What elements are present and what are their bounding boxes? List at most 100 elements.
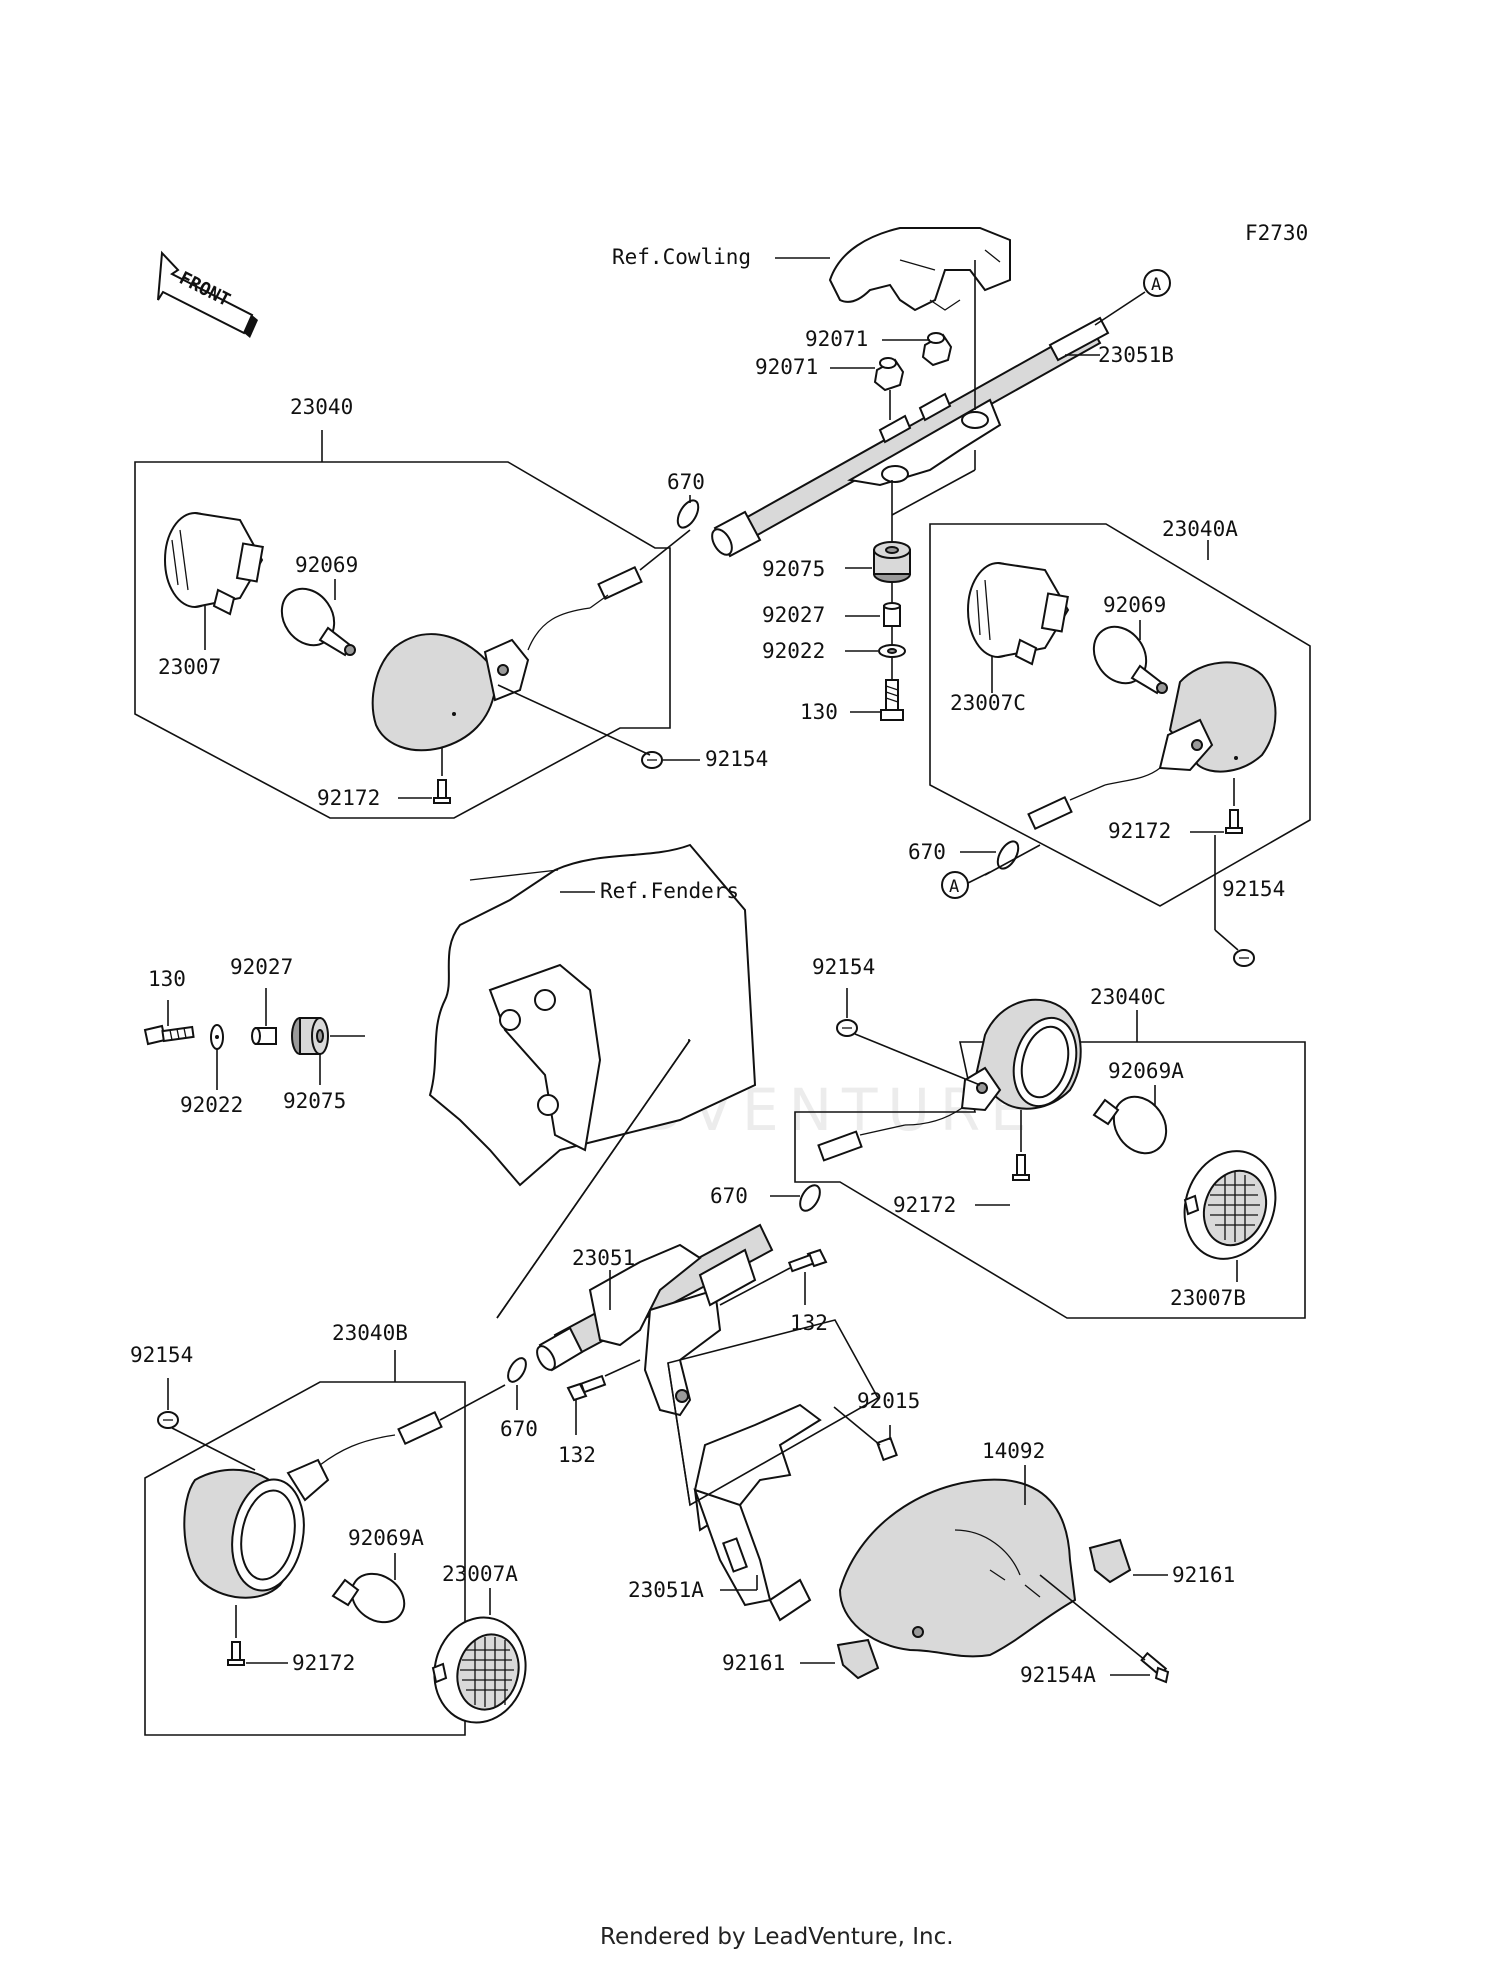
collar-92027-left — [251, 1027, 277, 1045]
screw-92154-top-left — [641, 751, 663, 769]
lens-23007A — [431, 1616, 527, 1724]
bulb-92069A-right — [1092, 1095, 1168, 1155]
label-92154-right: 92154 — [1222, 877, 1285, 901]
o-ring-670-right — [996, 840, 1020, 870]
label-92022-top: 92022 — [762, 639, 825, 663]
screw-92172-lower-left — [227, 1641, 245, 1666]
label-14092: 14092 — [982, 1439, 1045, 1463]
bulb-92069 — [280, 587, 356, 657]
front-arrow-icon: FRONT — [157, 250, 258, 338]
label-23007C: 23007C — [950, 691, 1026, 715]
label-92161-left: 92161 — [722, 1651, 785, 1675]
label-92172-right: 92172 — [1108, 819, 1171, 843]
washer-92022 — [878, 644, 906, 658]
signal-shell-23040B — [183, 1434, 396, 1599]
label-130-top: 130 — [800, 700, 838, 724]
assembly-box-23040C — [794, 1041, 1306, 1319]
label-23040B: 23040B — [332, 1321, 408, 1345]
lens-housing-23007 — [164, 512, 264, 616]
label-92172-lower-left: 92172 — [292, 1651, 355, 1675]
label-92172-top-left: 92172 — [317, 786, 380, 810]
o-ring-670-mid — [799, 1184, 821, 1212]
label-92069A-right: 92069A — [1108, 1059, 1184, 1083]
label-92075-top: 92075 — [762, 557, 825, 581]
bulb-92069-right — [1092, 625, 1168, 695]
label-23040: 23040 — [290, 395, 353, 419]
label-92015: 92015 — [857, 1389, 920, 1413]
marker-a-right-label: A — [949, 877, 959, 897]
connector-23040 — [589, 565, 643, 609]
label-23051A: 23051A — [628, 1578, 704, 1602]
figure-code: F2730 — [1245, 221, 1308, 245]
cowling-reference: Ref.Cowling — [612, 227, 1011, 312]
label-92172-lower-right: 92172 — [893, 1193, 956, 1217]
label-670-lower: 670 — [500, 1417, 538, 1441]
label-92069-top: 92069 — [295, 553, 358, 577]
collar-92027 — [883, 602, 901, 627]
bulb-92069A-left — [331, 1572, 406, 1624]
o-ring-670-lower — [507, 1357, 527, 1383]
reflector-92161-right — [1088, 1538, 1132, 1584]
label-92075-left: 92075 — [283, 1089, 346, 1113]
label-670-top: 670 — [667, 470, 705, 494]
label-23007B: 23007B — [1170, 1286, 1246, 1310]
screw-92154-lower-right — [836, 1019, 858, 1037]
label-23051B: 23051B — [1098, 343, 1174, 367]
lens-housing-23007C — [967, 562, 1070, 666]
assembly-box-23040 — [134, 461, 671, 819]
label-92027-left: 92027 — [230, 955, 293, 979]
screw-92154-right — [1233, 949, 1255, 967]
label-670-right: 670 — [908, 840, 946, 864]
marker-a-top — [1143, 269, 1171, 297]
marker-a-top-label: A — [1151, 275, 1161, 295]
bolt-132-right — [787, 1248, 828, 1273]
ref-cowling-label: Ref.Cowling — [612, 245, 751, 269]
screw-92172-lower-right — [1012, 1154, 1030, 1181]
connector-23040A — [1027, 784, 1106, 831]
connector-23040B — [397, 1410, 443, 1446]
rubber-damper-92075 — [873, 541, 911, 583]
screw-92154-lower-left — [157, 1411, 179, 1429]
label-92154-lower-left: 92154 — [130, 1343, 193, 1367]
label-670-mid: 670 — [710, 1184, 748, 1208]
rubber-damper-92075-left — [291, 1017, 329, 1055]
bushing-92071 — [873, 332, 953, 392]
screw-92172-right — [1225, 809, 1243, 834]
cover-14092 — [838, 1478, 1077, 1658]
label-23007A: 23007A — [442, 1562, 518, 1586]
clip-92015 — [876, 1436, 898, 1462]
label-92161-right: 92161 — [1172, 1563, 1235, 1587]
footer-credit: Rendered by LeadVenture, Inc. — [600, 1924, 954, 1950]
label-23007: 23007 — [158, 655, 221, 679]
label-92154-lower-right: 92154 — [812, 955, 875, 979]
label-92071-a: 92071 — [805, 327, 868, 351]
label-92154-top-left: 92154 — [705, 747, 768, 771]
lower-signal-bar-23051 — [536, 1223, 774, 1417]
label-23051: 23051 — [572, 1246, 635, 1270]
label-92071-b: 92071 — [755, 355, 818, 379]
screw-92154A — [1140, 1651, 1170, 1684]
label-92069-right: 92069 — [1103, 593, 1166, 617]
connector-23040C — [817, 1124, 906, 1162]
signal-shell-23040C — [904, 998, 1082, 1126]
label-92069A-left: 92069A — [348, 1526, 424, 1550]
signal-shell-23040 — [371, 607, 591, 752]
washer-92022-left — [210, 1024, 224, 1050]
label-23040A: 23040A — [1162, 517, 1238, 541]
reflector-92161-left — [836, 1638, 880, 1680]
lens-23007B — [1183, 1150, 1277, 1260]
o-ring-670-top — [676, 499, 700, 529]
label-92027-top: 92027 — [762, 603, 825, 627]
label-130-left: 130 — [148, 967, 186, 991]
bolt-130-left — [143, 1024, 195, 1046]
ref-fenders-label: Ref.Fenders — [600, 879, 739, 903]
bolt-130 — [880, 679, 904, 721]
label-92154A: 92154A — [1020, 1663, 1096, 1687]
fender-reference — [428, 843, 757, 1187]
assembly-box-23040B — [144, 1381, 466, 1736]
signal-shell-23040A — [1104, 661, 1277, 786]
screw-92172-top-left — [433, 779, 451, 804]
label-92022-left: 92022 — [180, 1093, 243, 1117]
marker-a-right — [941, 871, 969, 899]
